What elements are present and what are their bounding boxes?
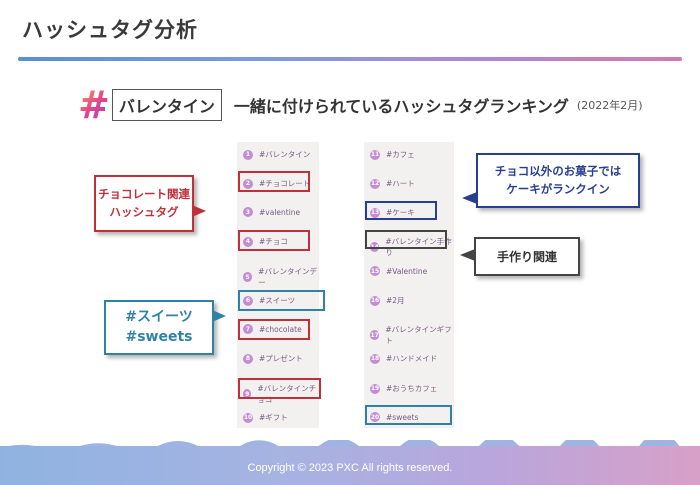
callout-line: チョコ以外のお菓子では bbox=[494, 164, 622, 179]
rank-tag: #おうちカフェ bbox=[386, 384, 438, 393]
rank-tag: #2月 bbox=[386, 296, 405, 305]
copyright-text: Copyright © 2023 PXC All rights reserved… bbox=[247, 461, 453, 474]
rank-badge: 12 bbox=[370, 178, 380, 189]
highlight-box-chocolate-2 bbox=[238, 171, 310, 192]
rank-badge: 13 bbox=[370, 207, 380, 218]
list-item: 3 #valentine bbox=[243, 207, 300, 217]
rank-badge: 9 bbox=[243, 389, 252, 399]
rank-badge: 8 bbox=[243, 353, 253, 364]
rank-badge: 5 bbox=[243, 272, 253, 282]
headline-text: 一緒に付けられているハッシュタグランキング bbox=[233, 97, 569, 116]
rank-tag: #プレゼント bbox=[259, 354, 303, 363]
rank-badge: 7 bbox=[243, 324, 253, 334]
list-item: 7 #chocolate bbox=[243, 324, 302, 334]
ranking-panel-right: 11#カフェ 12#ハート 13#ケーキ 14#バレンタイン手作り 15#Val… bbox=[364, 142, 454, 428]
rank-tag: #カフェ bbox=[386, 150, 415, 159]
list-item: 4 #チョコ bbox=[243, 236, 288, 247]
rank-badge: 1 bbox=[243, 149, 253, 160]
rank-badge: 11 bbox=[370, 149, 380, 160]
rank-tag: #バレンタインギフト bbox=[385, 325, 452, 345]
callout-line: ハッシュタグ bbox=[109, 204, 179, 219]
rank-badge: 10 bbox=[243, 412, 253, 423]
list-item: 17 #バレンタインギフト bbox=[370, 324, 454, 346]
rank-badge: 19 bbox=[370, 383, 380, 394]
callout-line: ケーキがランクイン bbox=[506, 181, 610, 196]
footer: Copyright © 2023 PXC All rights reserved… bbox=[0, 446, 700, 485]
callout-tail bbox=[462, 192, 477, 204]
callout-tail bbox=[212, 310, 226, 322]
title-underline bbox=[18, 57, 682, 61]
rank-tag: #ハート bbox=[386, 179, 415, 188]
list-item: 18 #ハンドメイド bbox=[370, 353, 437, 364]
rank-badge: 20 bbox=[370, 412, 380, 422]
rank-tag: #チョコレート bbox=[259, 179, 311, 188]
highlight-box-cake-13 bbox=[365, 201, 437, 220]
list-item: 10 #ギフト bbox=[243, 412, 288, 423]
rank-tag: #スイーツ bbox=[259, 296, 296, 305]
rank-badge: 15 bbox=[370, 266, 380, 276]
rank-badge: 17 bbox=[370, 330, 380, 340]
callout-tail bbox=[460, 249, 475, 261]
callout-cake: チョコ以外のお菓子では ケーキがランクイン bbox=[476, 153, 640, 208]
headline-date: (2022年2月) bbox=[576, 99, 643, 112]
list-item: 1 #バレンタイン bbox=[243, 149, 310, 160]
rank-tag: #バレンタインチョコ bbox=[257, 384, 317, 404]
callout-chocolate-hashtags: チョコレート関連 ハッシュタグ bbox=[94, 175, 194, 232]
highlight-box-chocolate-7 bbox=[238, 319, 310, 340]
list-item: 15 #Valentine bbox=[370, 266, 427, 276]
rank-badge: 3 bbox=[243, 207, 253, 217]
rank-tag: #Valentine bbox=[386, 266, 428, 276]
headline: # バレンタイン 一緒に付けられているハッシュタグランキング (2022年2月) bbox=[78, 83, 643, 127]
list-item: 12 #ハート bbox=[370, 178, 415, 189]
callout-line: 手作り関連 bbox=[496, 250, 557, 264]
rank-tag: #ケーキ bbox=[386, 208, 415, 217]
headline-tag-box: バレンタイン bbox=[111, 89, 222, 121]
highlight-box-handmade-14 bbox=[365, 230, 447, 249]
list-item: 11 #カフェ bbox=[370, 149, 415, 160]
callout-tail bbox=[192, 205, 206, 217]
rank-tag: #バレンタイン手作り bbox=[385, 237, 452, 257]
highlight-box-sweets-20 bbox=[365, 405, 452, 425]
list-item: 6 #スイーツ bbox=[243, 295, 295, 306]
highlight-box-choco-4 bbox=[238, 230, 310, 251]
rank-badge: 18 bbox=[370, 353, 380, 364]
rank-badge: 6 bbox=[243, 295, 253, 306]
list-item: 2 #チョコレート bbox=[243, 178, 310, 189]
callout-line: #スイーツ bbox=[125, 308, 193, 325]
rank-badge: 4 bbox=[243, 236, 253, 247]
list-item: 8 #プレゼント bbox=[243, 353, 303, 364]
rank-tag: #valentine bbox=[259, 207, 301, 217]
list-item: 16 #2月 bbox=[370, 295, 405, 306]
highlight-box-sweets-6 bbox=[238, 290, 325, 311]
list-item: 13 #ケーキ bbox=[370, 207, 415, 218]
hashtag-icon: # bbox=[78, 83, 110, 127]
rank-tag: #ハンドメイド bbox=[386, 354, 438, 363]
rank-tag: #バレンタインデー bbox=[258, 267, 317, 287]
ranking-panel-left: 1 #バレンタイン 2 #チョコレート 3 #valentine 4 #チョコ 5 #バレ… bbox=[237, 142, 319, 428]
list-item: 19 #おうちカフェ bbox=[370, 383, 437, 394]
callout-line: チョコレート関連 bbox=[98, 187, 190, 202]
highlight-box-valentine-choco-9 bbox=[238, 378, 321, 399]
rank-badge: 2 bbox=[243, 178, 253, 189]
rank-tag: #sweets bbox=[386, 412, 419, 422]
list-item: 5 #バレンタインデー bbox=[243, 266, 319, 288]
slide-title: ハッシュタグ分析 bbox=[22, 18, 198, 42]
callout-handmade: 手作り関連 bbox=[474, 237, 580, 276]
rank-tag: #chocolate bbox=[259, 324, 302, 334]
list-item: 9 #バレンタインチョコ bbox=[243, 383, 319, 405]
rank-tag: #ギフト bbox=[259, 413, 288, 422]
list-item: 20 #sweets bbox=[370, 412, 418, 422]
rank-badge: 16 bbox=[370, 295, 380, 306]
callout-sweets: #スイーツ #sweets bbox=[104, 300, 214, 355]
callout-line: #sweets bbox=[125, 328, 193, 345]
rank-tag: #バレンタイン bbox=[259, 150, 311, 159]
rank-tag: #チョコ bbox=[259, 237, 288, 246]
